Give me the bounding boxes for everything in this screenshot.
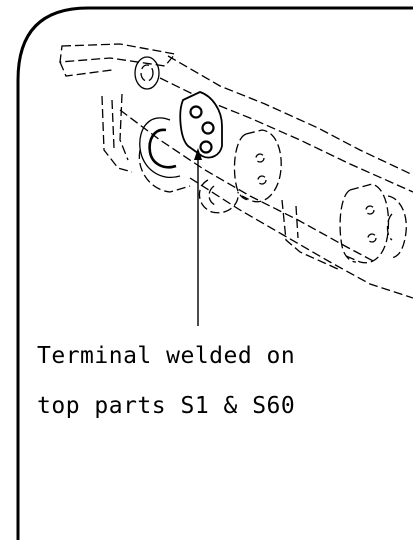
drop-plate-inner — [295, 205, 299, 239]
leader-arrowhead — [194, 148, 202, 160]
middle-flange-hole-1 — [255, 153, 265, 163]
right-flange-back-detail — [386, 213, 393, 241]
top-bracket-plate — [59, 43, 177, 67]
pivot-boss-inner — [148, 128, 177, 169]
terminal-hole-1 — [189, 105, 203, 119]
lower-loop — [198, 179, 239, 214]
right-flange-face — [339, 189, 357, 263]
top-bracket-plate-edge — [59, 61, 113, 77]
drop-plate — [281, 199, 341, 271]
pivot-boss-base — [138, 149, 191, 193]
bracket-hole — [134, 56, 160, 90]
beam-lower-edge-2 — [189, 177, 413, 299]
middle-flange-hole-2 — [257, 175, 267, 185]
middle-flange — [241, 129, 282, 203]
right-flange — [345, 183, 390, 264]
terminal-hole-2 — [201, 121, 215, 135]
bracket-hole-inner — [140, 64, 154, 82]
left-side-plate — [101, 95, 133, 173]
pivot-boss-outer — [139, 117, 181, 178]
terminal-plate — [179, 91, 223, 159]
left-side-plate-inner — [119, 93, 129, 161]
right-flange-back — [387, 195, 407, 259]
lower-loop-inner — [208, 185, 219, 207]
right-flange-hole-1 — [365, 205, 375, 215]
left-side-plate-outer — [111, 99, 115, 149]
terminal-hole-3 — [199, 140, 213, 154]
beam-upper-edge — [167, 55, 413, 176]
right-flange-hole-2 — [367, 233, 377, 243]
callout-text-line-2: top parts S1 & S60 — [37, 393, 296, 419]
beam-lower-edge — [119, 109, 376, 263]
callout-text-line-1: Terminal welded on — [37, 343, 296, 369]
panel-frame — [16, 6, 413, 540]
middle-flange-face — [233, 133, 251, 201]
machine-part-drawing — [59, 43, 413, 299]
